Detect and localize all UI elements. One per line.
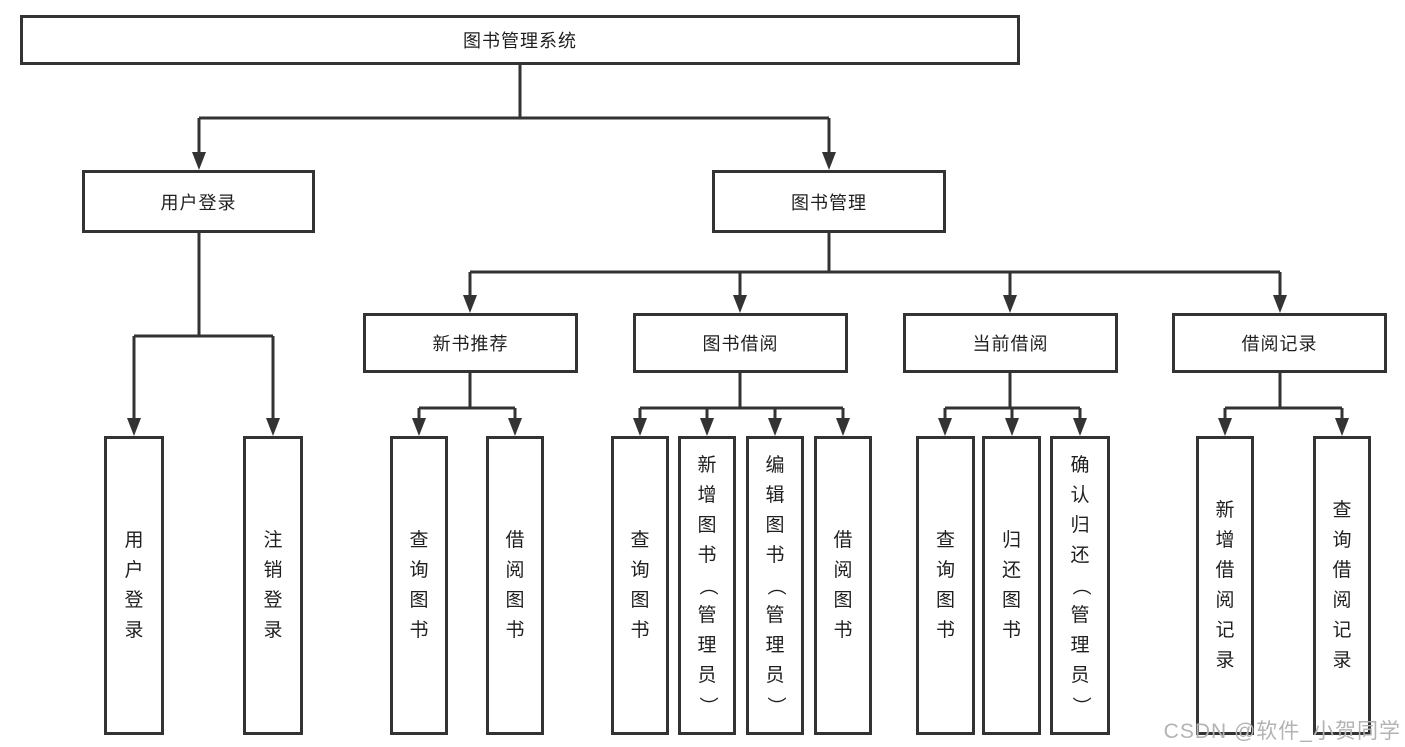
leaf-query-books: 查询图书 bbox=[611, 436, 669, 735]
leaf-return-books: 归还图书 bbox=[982, 436, 1041, 735]
leaf-confirm-return-admin: 确认归还（管理员） bbox=[1050, 436, 1110, 735]
leaf-edit-books-admin: 编辑图书（管理员） bbox=[746, 436, 804, 735]
leaf-add-books-admin: 新增图书（管理员） bbox=[678, 436, 736, 735]
node-root-library-system: 图书管理系统 bbox=[20, 15, 1020, 65]
leaf-borrow-books: 借阅图书 bbox=[814, 436, 872, 735]
leaf-logout: 注销登录 bbox=[243, 436, 303, 735]
leaf-user-login: 用户登录 bbox=[104, 436, 164, 735]
node-book-management: 图书管理 bbox=[712, 170, 946, 233]
node-new-book-recommend: 新书推荐 bbox=[363, 313, 578, 373]
leaf-query-books: 查询图书 bbox=[916, 436, 975, 735]
leaf-add-borrow-record: 新增借阅记录 bbox=[1196, 436, 1254, 735]
node-borrow-records: 借阅记录 bbox=[1172, 313, 1387, 373]
node-user-login: 用户登录 bbox=[82, 170, 315, 233]
node-book-borrow: 图书借阅 bbox=[633, 313, 848, 373]
leaf-borrow-books: 借阅图书 bbox=[486, 436, 544, 735]
node-current-borrow: 当前借阅 bbox=[903, 313, 1118, 373]
leaf-query-books: 查询图书 bbox=[390, 436, 448, 735]
leaf-query-borrow-record: 查询借阅记录 bbox=[1313, 436, 1371, 735]
watermark: CSDN @软件_小贺同学 bbox=[1163, 720, 1401, 743]
